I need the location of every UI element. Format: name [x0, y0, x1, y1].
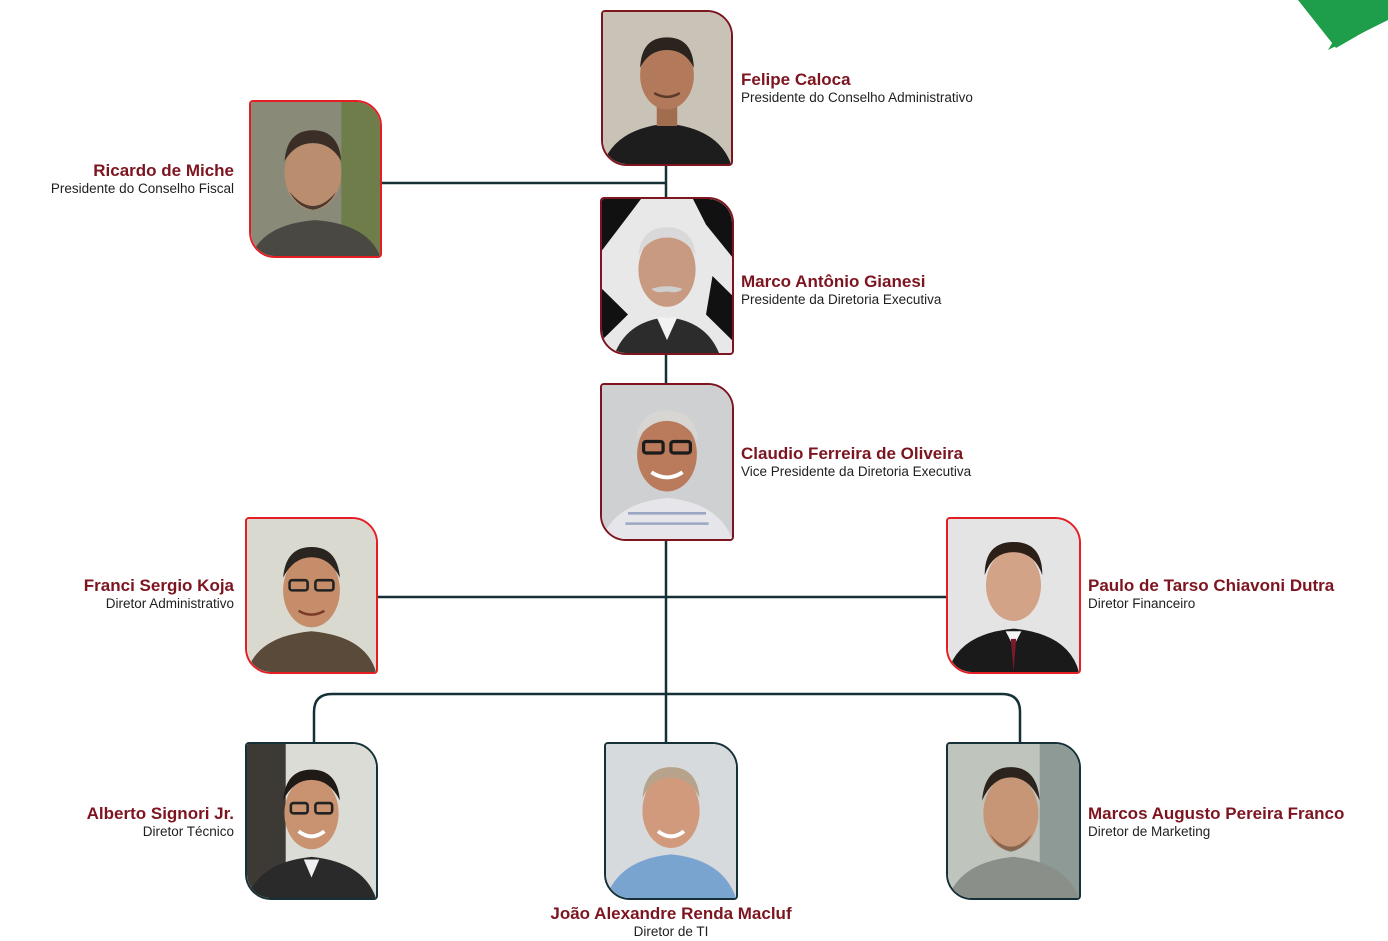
person-name: Marcos Augusto Pereira Franco: [1088, 804, 1345, 823]
person-role: Presidente da Diretoria Executiva: [741, 292, 942, 308]
photo-alberto-signori-jr: [245, 742, 378, 900]
photo-paulo-de-tarso-chiavoni-dutra: [946, 517, 1081, 674]
photo-marco-antonio-gianesi: [600, 197, 734, 355]
person-role: Presidente do Conselho Fiscal: [50, 181, 234, 197]
label-felipe-caloca: Felipe Caloca Presidente do Conselho Adm…: [741, 70, 973, 107]
label-marcos-augusto-pereira-franco: Marcos Augusto Pereira Franco Diretor de…: [1088, 804, 1344, 841]
label-joao-alexandre-renda-macluf: João Alexandre Renda Macluf Diretor de T…: [514, 904, 828, 941]
person-role: Diretor Financeiro: [1088, 596, 1196, 612]
photo-felipe-caloca: [601, 10, 733, 166]
person-role: Diretor Técnico: [142, 824, 234, 840]
person-role: Vice Presidente da Diretoria Executiva: [741, 464, 972, 480]
photo-joao-alexandre-renda-macluf: [604, 742, 738, 900]
label-marco-antonio-gianesi: Marco Antônio Gianesi Presidente da Dire…: [741, 272, 941, 309]
person-name: Alberto Signori Jr.: [86, 804, 234, 823]
person-name: Ricardo de Miche: [93, 161, 234, 180]
photo-franci-sergio-koja: [245, 517, 378, 674]
label-paulo-de-tarso-chiavoni-dutra: Paulo de Tarso Chiavoni Dutra Diretor Fi…: [1088, 576, 1334, 613]
photo-ricardo-de-miche: [249, 100, 382, 258]
label-franci-sergio-koja: Franci Sergio Koja Diretor Administrativ…: [84, 576, 234, 613]
label-claudio-ferreira-de-oliveira: Claudio Ferreira de Oliveira Vice Presid…: [741, 444, 971, 481]
person-name: Marco Antônio Gianesi: [741, 272, 926, 291]
green-corner-decoration: [1298, 0, 1388, 50]
person-name: Paulo de Tarso Chiavoni Dutra: [1088, 576, 1335, 595]
label-ricardo-de-miche: Ricardo de Miche Presidente do Conselho …: [51, 161, 234, 198]
person-name: Felipe Caloca: [741, 70, 851, 89]
photo-marcos-augusto-pereira-franco: [946, 742, 1081, 900]
person-name: Claudio Ferreira de Oliveira: [741, 444, 964, 463]
label-alberto-signori-jr: Alberto Signori Jr. Diretor Técnico: [87, 804, 234, 841]
person-role: Diretor Administrativo: [105, 596, 234, 612]
photo-claudio-ferreira-de-oliveira: [600, 383, 734, 541]
person-role: Diretor de Marketing: [1088, 824, 1211, 840]
person-name: Franci Sergio Koja: [83, 576, 234, 595]
person-role: Presidente do Conselho Administrativo: [741, 90, 973, 106]
person-role: Diretor de TI: [633, 924, 709, 940]
person-name: João Alexandre Renda Macluf: [550, 904, 792, 923]
